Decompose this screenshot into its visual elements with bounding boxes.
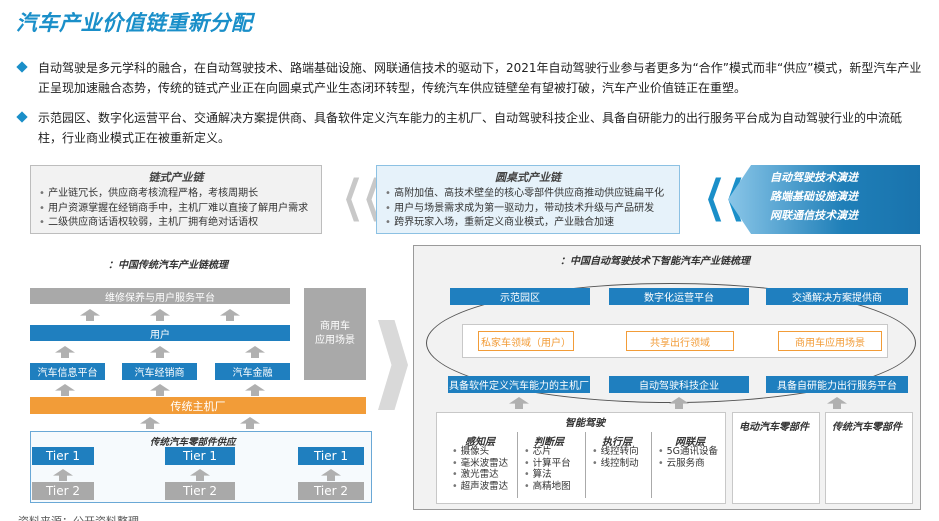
layer-item: 线控转向 xyxy=(592,446,639,458)
layer-item: 高精地图 xyxy=(524,481,571,493)
layer-item: 5G通讯设备 xyxy=(658,446,718,458)
chain-item: 用户资源掌握在经销商手中，主机厂难以直接了解用户需求 xyxy=(39,202,321,217)
tier2-box: Tier 2 xyxy=(165,482,235,500)
round-box-title: 圆桌式产业链 xyxy=(495,171,561,184)
driver-item: 路端基础设施演进 xyxy=(770,190,858,203)
ev-parts-box xyxy=(732,412,820,504)
layer-item: 算法 xyxy=(524,469,571,481)
round-item: 高附加值、高技术壁垒的核心零部件供应商推动供应链扁平化 xyxy=(385,187,679,202)
round-item: 跨界玩家入场，重新定义商业模式，产业融合加速 xyxy=(385,216,679,231)
round-item: 用户与场景需求成为第一驱动力，带动技术升级与产品研发 xyxy=(385,202,679,217)
transition-arrow-icon xyxy=(378,320,408,410)
up-arrow-icon xyxy=(80,309,100,321)
traditional-parts-box xyxy=(825,412,913,504)
layer-item: 云服务商 xyxy=(658,458,718,470)
network-layer-items: 5G通讯设备 云服务商 xyxy=(658,446,718,469)
up-arrow-icon xyxy=(150,309,170,321)
commercial-vehicle-field: 商用车应用场景 xyxy=(778,331,882,351)
shared-mobility-field: 共享出行领域 xyxy=(626,331,734,351)
layer-title: 判断层 xyxy=(534,437,564,448)
chain-box-title: 链式产业链 xyxy=(148,171,204,184)
tier2-box: Tier 2 xyxy=(298,482,364,500)
up-arrow-icon xyxy=(240,417,260,429)
perception-layer-items: 摄像头 毫米波雷达 激光雷达 超声波雷达 xyxy=(452,446,509,493)
execution-layer-items: 线控转向 线控制动 xyxy=(592,446,639,469)
car-finance: 汽车金融 xyxy=(215,363,290,380)
chain-item: 二级供应商话语权较弱，主机厂拥有绝对话语权 xyxy=(39,216,321,231)
page-title: 汽车产业价值链重新分配 xyxy=(16,11,253,35)
private-car-field: 私家车领域（用户） xyxy=(478,331,574,351)
layer-title: 感知层 xyxy=(465,437,495,448)
user-bar: 用户 xyxy=(30,325,290,341)
driver-item: 网联通信技术演进 xyxy=(770,209,858,222)
chain-industry-box: 链式产业链 产业链冗长，供应商考核流程严格，考核周期长 用户资源掌握在经销商手中… xyxy=(30,165,322,234)
up-arrow-icon xyxy=(140,417,160,429)
up-arrow-icon xyxy=(55,384,75,396)
service-platform-bar: 维修保养与用户服务平台 xyxy=(30,288,290,304)
software-defined-oem: 具备软件定义汽车能力的主机厂 xyxy=(448,376,590,393)
commercial-vehicle-scenario: 商用车 应用场景 xyxy=(304,288,366,380)
layer-item: 超声波雷达 xyxy=(452,481,509,493)
autonomous-tech-company: 自动驾驶科技企业 xyxy=(609,376,749,393)
source-note: 资料来源：公开资料整理 xyxy=(18,513,139,521)
round-table-industry-box: 圆桌式产业链 高附加值、高技术壁垒的核心零部件供应商推动供应链扁平化 用户与场景… xyxy=(376,165,680,234)
left-diagram-title: ：中国传统汽车产业链梳理 xyxy=(108,260,228,271)
traditional-parts-label: 传统汽车零部件 xyxy=(832,422,902,433)
smart-driving-title: 智能驾驶 xyxy=(565,418,605,429)
layer-item: 芯片 xyxy=(524,446,571,458)
layer-title: 执行层 xyxy=(602,437,632,448)
tier1-box: Tier 1 xyxy=(298,447,364,465)
bullet-1: 自动驾驶是多元学科的融合，在自动驾驶技术、路端基础设施、网联通信技术的驱动下，2… xyxy=(16,58,923,98)
car-dealer: 汽车经销商 xyxy=(122,363,197,380)
up-arrow-icon xyxy=(245,384,265,396)
layer-item: 线控制动 xyxy=(592,458,639,470)
bullet-2-text: 示范园区、数字化运营平台、交通解决方案提供商、具备软件定义汽车能力的主机厂、自动… xyxy=(38,111,903,145)
supply-title: 传统汽车零部件供应 xyxy=(150,437,236,448)
digital-ops-platform: 数字化运营平台 xyxy=(609,288,749,305)
right-diagram-title: ：中国自动驾驶技术下智能汽车产业链梳理 xyxy=(560,256,750,267)
driver-item: 自动驾驶技术演进 xyxy=(770,171,858,184)
traditional-oem-bar: 传统主机厂 xyxy=(30,397,366,414)
up-arrow-icon xyxy=(245,346,265,358)
layer-item: 毫米波雷达 xyxy=(452,458,509,470)
demo-park: 示范园区 xyxy=(450,288,590,305)
mobility-service-platform: 具备自研能力出行服务平台 xyxy=(766,376,908,393)
car-info-platform: 汽车信息平台 xyxy=(30,363,105,380)
up-arrow-icon xyxy=(55,346,75,358)
ev-parts-label: 电动汽车零部件 xyxy=(739,422,809,433)
layer-item: 激光雷达 xyxy=(452,469,508,481)
chain-item: 产业链冗长，供应商考核流程严格，考核周期长 xyxy=(39,187,321,202)
bullet-2: 示范园区、数字化运营平台、交通解决方案提供商、具备软件定义汽车能力的主机厂、自动… xyxy=(16,108,923,148)
up-arrow-icon xyxy=(220,309,240,321)
up-arrow-icon xyxy=(150,346,170,358)
tier1-box: Tier 1 xyxy=(32,447,94,465)
column-divider xyxy=(585,432,586,498)
column-divider xyxy=(651,432,652,498)
layer-item: 摄像头 xyxy=(452,446,508,458)
bullet-1-text: 自动驾驶是多元学科的融合，在自动驾驶技术、路端基础设施、网联通信技术的驱动下，2… xyxy=(38,61,922,95)
traffic-solution-provider: 交通解决方案提供商 xyxy=(766,288,908,305)
driver-banner xyxy=(728,165,920,234)
up-arrow-icon xyxy=(150,384,170,396)
layer-title: 网联层 xyxy=(675,437,705,448)
column-divider xyxy=(517,432,518,498)
tier2-box: Tier 2 xyxy=(32,482,94,500)
layer-item: 计算平台 xyxy=(524,458,571,470)
decision-layer-items: 芯片 计算平台 算法 高精地图 xyxy=(524,446,571,492)
tier1-box: Tier 1 xyxy=(165,447,235,465)
